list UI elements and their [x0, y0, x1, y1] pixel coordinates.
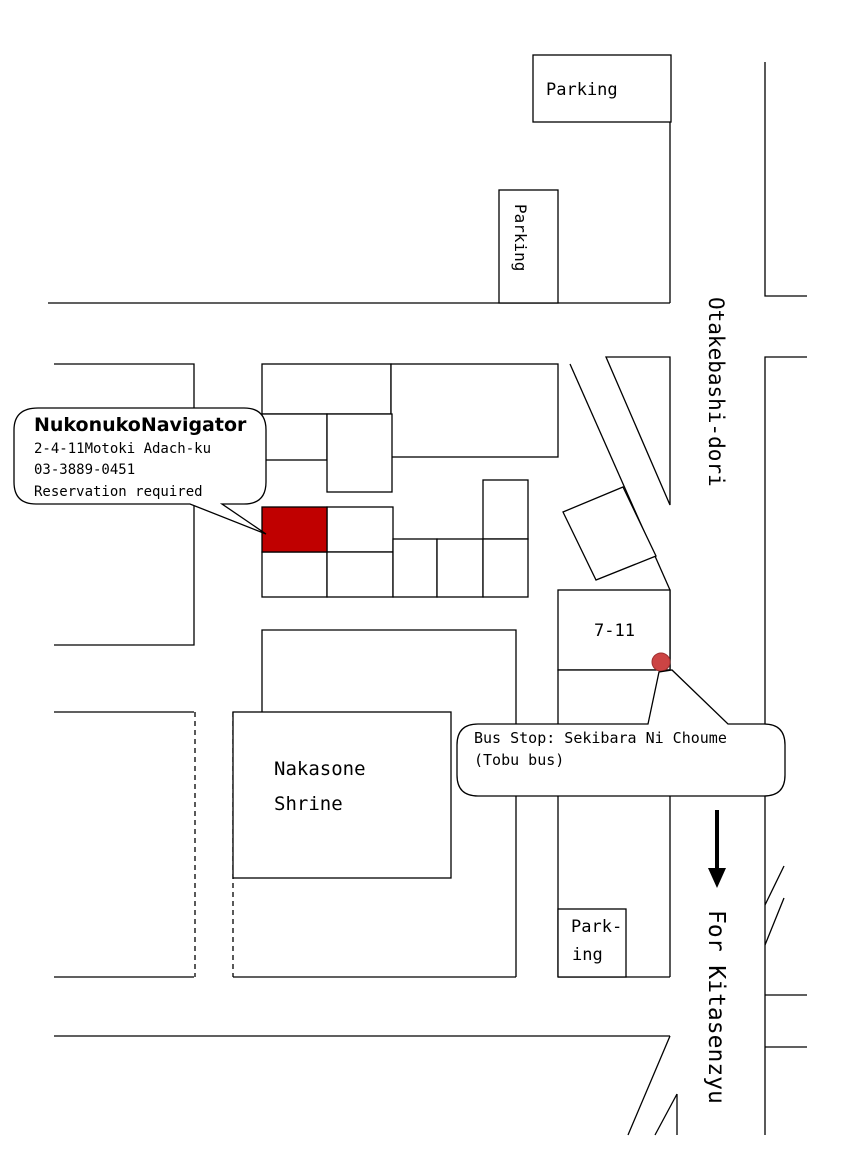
- direction-label: For Kitasenzyu: [703, 910, 729, 1104]
- road-name-label: Otakebashi-dori: [704, 297, 728, 487]
- bus-stop-callout: Bus Stop: Sekibara Ni Choume (Tobu bus): [456, 669, 786, 797]
- shop-note: Reservation required: [34, 484, 203, 500]
- bus-stop-icon[interactable]: [651, 652, 671, 672]
- shrine-label-line1: Nakasone: [274, 758, 366, 780]
- destination-building[interactable]: [261, 506, 328, 553]
- parking-small-line1: Park-: [571, 917, 622, 937]
- bus-stop-name: Bus Stop: Sekibara Ni Choume: [474, 729, 727, 747]
- shop-callout: NukonukoNavigator 2-4-11Motoki Adach-ku …: [13, 407, 267, 535]
- parking-small-line2: ing: [572, 945, 603, 965]
- seven-eleven-label: 7-11: [594, 621, 635, 641]
- parking-label-top: Parking: [546, 80, 618, 100]
- shop-phone: 03-3889-0451: [34, 462, 135, 478]
- shop-name: NukonukoNavigator: [34, 414, 247, 436]
- arrow-down-icon: [708, 810, 726, 888]
- shop-address: 2-4-11Motoki Adach-ku: [34, 441, 211, 457]
- bus-line-name: (Tobu bus): [474, 751, 564, 769]
- buildings: [232, 54, 672, 978]
- shrine-label-line2: Shrine: [274, 793, 343, 815]
- parking-label-vertical: Parking: [511, 204, 530, 271]
